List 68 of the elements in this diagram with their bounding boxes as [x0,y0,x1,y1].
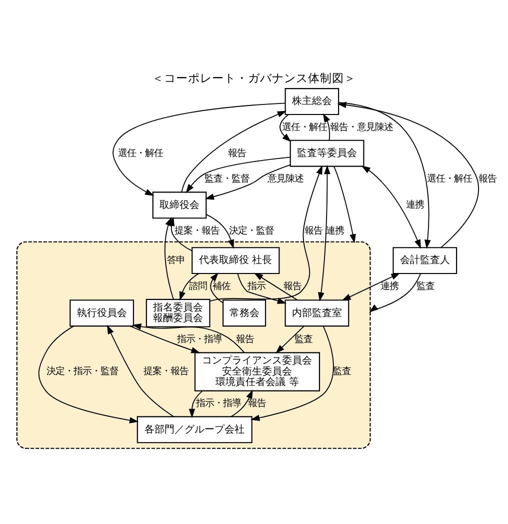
arrow [206,214,234,249]
node-box: 代表取締役 社長 [192,247,280,274]
arrow [276,326,304,354]
edge-label: 連携 [380,280,399,292]
edge-label: 選任・解任 [426,174,472,185]
arrow [38,326,139,424]
arrow [210,272,224,304]
diagram-title: ＜コーポレート・ガバナンス体制図＞ [152,70,356,85]
edge-label: 指示・指導 [177,334,222,346]
node-box: 各部門／グループ会社 [136,416,252,444]
edge-label: 監査 [333,366,352,378]
arrow [369,273,422,312]
node-box: 会計監査人 [392,247,458,274]
arrow [337,102,480,248]
edge-label: 連携 [406,200,424,211]
edge-label: 決定・指示・監督 [46,366,119,378]
edge-label: 答申 [166,255,185,266]
node-box: 株主総会 [284,88,340,116]
node-box: 内部監査室 [284,300,350,327]
arrow [112,102,286,196]
arrow [204,164,291,200]
arrow [254,272,298,301]
arrow [209,165,322,302]
arrow [318,165,330,302]
arrow [181,110,286,192]
node-box: 監査等委員会 [290,140,364,167]
edge-label: 提案・報告 [143,366,188,378]
edge-label: 意見陳述 [267,174,304,185]
edge-label: 報告 [283,280,302,292]
node-box: 指名委員会 報酬委員会 [146,298,210,328]
arrow [338,102,431,249]
node-box: 執行役員会 [70,300,134,327]
edge-label: 報告 [236,334,254,346]
edge-label: 監査 [294,334,312,346]
edge-label: 報告 [228,148,246,159]
arrow [132,324,245,354]
arrow [237,273,287,304]
edge-label: 提案・報告 [174,226,220,237]
edge-label: 報告 [478,174,496,185]
arrow [230,390,253,418]
cluster [16,241,371,449]
edge-label: 諮問 [189,280,208,292]
arrow [179,273,200,301]
arrow [106,324,174,418]
edge-label: 指示・指導 [196,398,241,410]
edge-label: 補佐 [212,280,230,292]
edge-label: 指示 [248,280,266,292]
node-box: 取締役会 [152,192,207,219]
arrow [322,113,330,141]
edge-label: 選任・解任 [282,122,328,133]
edge-label: 決定・監督 [228,226,274,237]
arrow [168,216,192,252]
edge-label: 報告 [304,226,322,237]
edge-label: 報告 [248,398,266,410]
arrow [361,166,421,249]
edge-label: 選任・解任 [118,148,164,159]
edge-label: 監査・監督 [204,174,250,185]
arrow [186,156,291,194]
arrow [130,326,200,354]
node-box: 常務会 [222,300,266,327]
edge-label: 報告・意見陳述 [330,122,394,133]
arrow [342,272,400,301]
edge-label: 監査 [416,280,435,292]
arrow [333,166,356,244]
arrow [188,390,203,418]
arrow [280,114,292,142]
arrow [250,326,334,421]
node-box: コンプライアンス委員会 安全衛生委員会 環境責任者会議 等 [194,352,320,392]
